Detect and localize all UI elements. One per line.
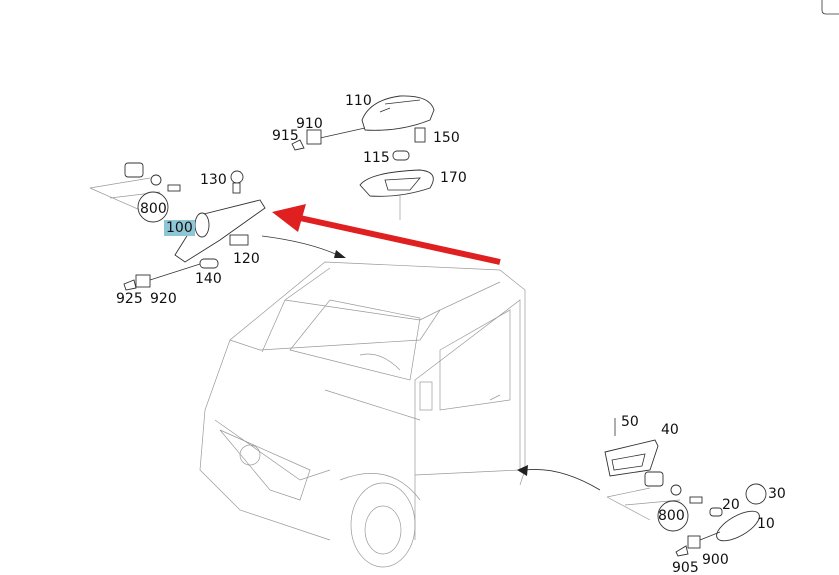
label-910: 910 [296, 116, 323, 132]
part-925-terminal [123, 279, 137, 291]
label-40: 40 [661, 422, 679, 438]
part-lampholder-right [606, 471, 703, 521]
label-800-right: 800 [658, 508, 685, 524]
label-905: 905 [672, 560, 699, 575]
part-110-lamp-housing [361, 95, 435, 131]
label-915: 915 [272, 128, 299, 144]
part-905-terminal [675, 545, 689, 557]
label-170: 170 [440, 170, 467, 186]
part-150-clip [414, 127, 426, 143]
part-20-bulb [709, 507, 723, 517]
part-140-bulb [199, 258, 219, 269]
label-20: 20 [722, 497, 740, 513]
part-800-circle-right [657, 500, 689, 532]
label-920: 920 [150, 291, 177, 307]
label-130: 130 [200, 172, 227, 188]
part-lampholder-left [89, 162, 181, 211]
part-920-connector [135, 274, 151, 288]
part-100-roof-lamp-lens [174, 199, 266, 263]
label-30: 30 [768, 486, 786, 502]
label-50: 50 [621, 414, 639, 430]
label-100-highlighted[interactable]: 100 [164, 220, 195, 236]
label-925: 925 [116, 291, 143, 307]
part-10-side-marker-lamp [716, 510, 760, 542]
location-arrow-side [524, 469, 601, 491]
label-110: 110 [345, 93, 372, 109]
part-120-clip [229, 234, 249, 246]
van-illustration [199, 261, 526, 568]
label-10: 10 [757, 516, 775, 532]
part-115-bulb [392, 150, 410, 161]
part-915-terminal [291, 139, 305, 151]
part-40-bracket [604, 439, 659, 477]
label-800-left: 800 [140, 201, 167, 217]
pointer-arrow-shaft [299, 215, 501, 265]
label-120: 120 [233, 251, 260, 267]
location-arrow-roof [261, 235, 341, 257]
label-150: 150 [433, 130, 460, 146]
pointer-arrow-head [272, 204, 306, 232]
corner-mark [821, 0, 839, 15]
part-800-circle-left [137, 191, 169, 223]
part-130-screw [230, 170, 244, 194]
part-910-connector [306, 129, 322, 145]
label-140: 140 [195, 271, 222, 287]
part-900-connector [687, 535, 701, 549]
part-30-cap [745, 483, 767, 505]
label-115: 115 [363, 150, 390, 166]
part-170-lens [359, 169, 434, 220]
label-900: 900 [702, 552, 729, 568]
